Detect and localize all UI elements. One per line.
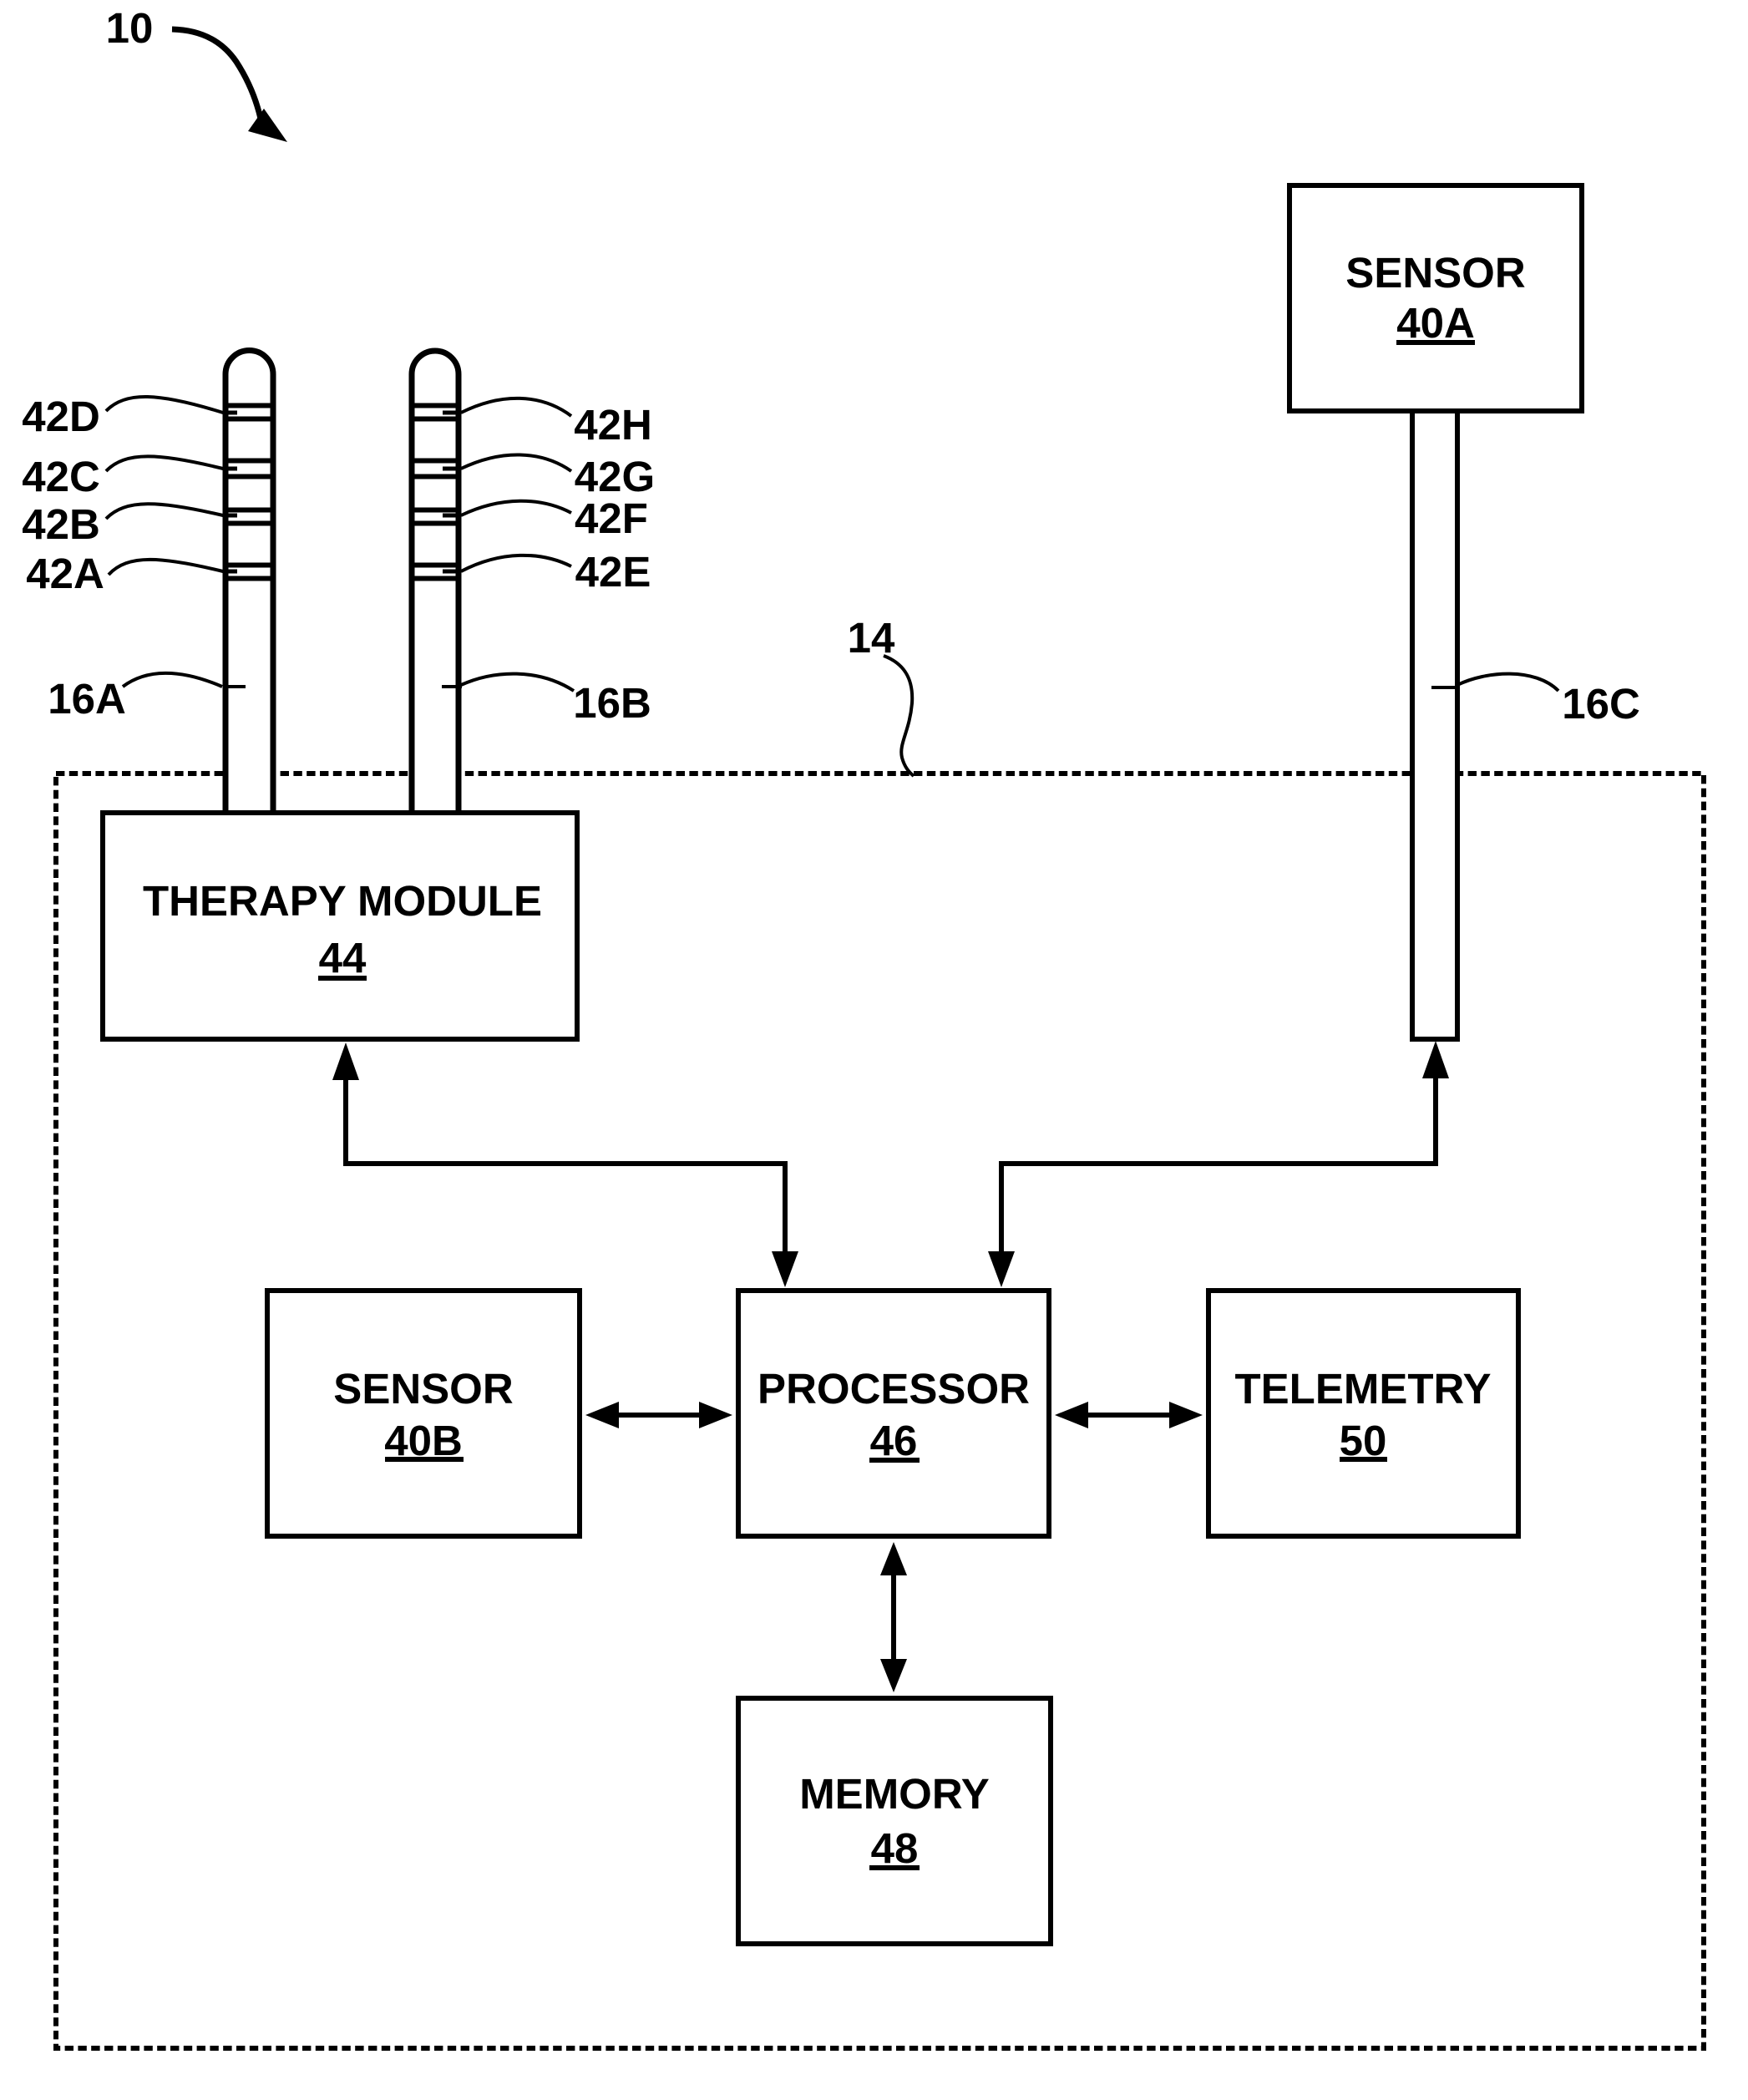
svg-text:10: 10: [106, 4, 154, 52]
svg-text:46: 46: [870, 1417, 918, 1464]
svg-text:MEMORY: MEMORY: [799, 1770, 990, 1818]
svg-text:THERAPY MODULE: THERAPY MODULE: [143, 877, 542, 925]
svg-text:42F: 42F: [575, 495, 648, 542]
svg-text:16C: 16C: [1562, 680, 1640, 728]
svg-text:48: 48: [871, 1824, 919, 1872]
svg-text:42C: 42C: [22, 453, 100, 500]
svg-text:42A: 42A: [26, 550, 104, 597]
svg-text:40B: 40B: [384, 1417, 463, 1464]
svg-text:42H: 42H: [574, 401, 652, 449]
svg-text:SENSOR: SENSOR: [333, 1365, 513, 1413]
svg-text:PROCESSOR: PROCESSOR: [757, 1365, 1030, 1413]
svg-text:14: 14: [848, 614, 895, 662]
svg-text:16B: 16B: [573, 679, 651, 727]
svg-text:44: 44: [319, 934, 367, 982]
svg-text:TELEMETRY: TELEMETRY: [1235, 1365, 1492, 1413]
svg-text:42D: 42D: [22, 393, 100, 440]
svg-text:42E: 42E: [575, 548, 651, 596]
svg-text:50: 50: [1340, 1417, 1387, 1464]
svg-text:40A: 40A: [1396, 299, 1475, 347]
svg-text:16A: 16A: [48, 675, 126, 723]
svg-text:42B: 42B: [22, 500, 100, 548]
svg-text:SENSOR: SENSOR: [1345, 249, 1525, 297]
svg-text:42G: 42G: [575, 453, 655, 500]
